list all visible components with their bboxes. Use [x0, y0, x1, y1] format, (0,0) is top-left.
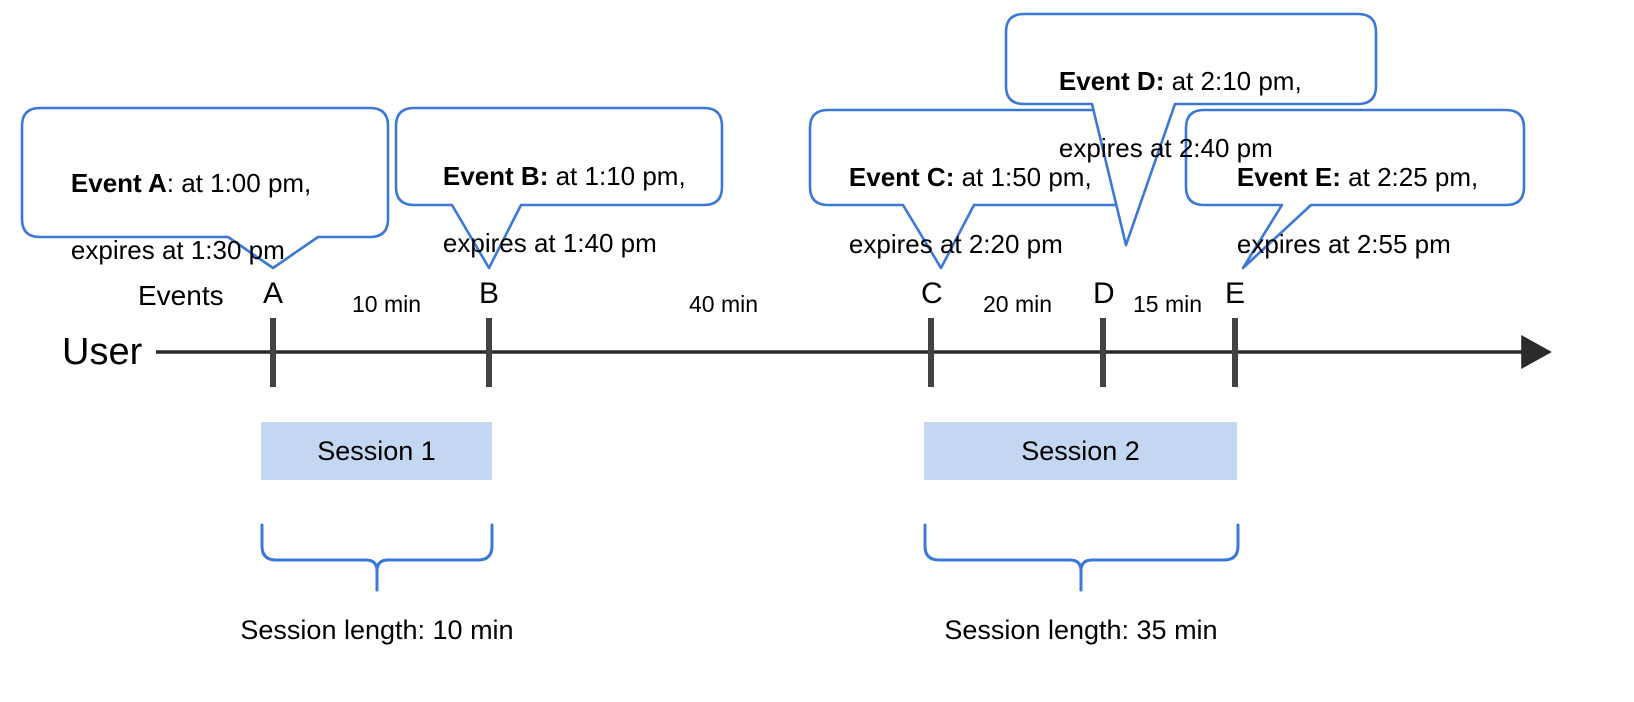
gap-label-d-e: 15 min	[1133, 291, 1203, 317]
session-box-2: Session 2	[924, 422, 1237, 480]
axis-label-events: Events	[138, 280, 224, 311]
gap-label-a-b: 10 min	[352, 291, 422, 317]
callout-title-e: Event E:	[1236, 161, 1341, 192]
callout-shape-e	[1184, 108, 1526, 270]
marker-label-a: A	[263, 277, 284, 310]
session-length-1: Session length: 10 min	[240, 615, 514, 645]
callout-text-e: Event E: at 2:25 pm, expires at 2:55 pm	[1208, 127, 1528, 296]
callout-text-c: Event C: at 1:50 pm, expires at 2:20 pm	[820, 127, 1130, 296]
callout-line2-e: expires at 2:55 pm	[1236, 229, 1451, 260]
callout-title-a: Event A	[70, 167, 167, 198]
callout-shape-a	[20, 106, 390, 270]
marker-label-e: E	[1225, 277, 1246, 310]
callout-line2-c: expires at 2:20 pm	[848, 229, 1063, 260]
brace-session-2	[923, 523, 1240, 592]
callout-line1-c: at 1:50 pm,	[954, 161, 1092, 192]
callout-shape-b	[394, 106, 724, 270]
gap-label-b-c: 40 min	[689, 291, 759, 317]
callout-shape-d	[1004, 12, 1378, 247]
callout-line1-e: at 2:25 pm,	[1340, 161, 1479, 192]
session-box-1: Session 1	[261, 422, 492, 480]
session-length-2: Session length: 35 min	[944, 615, 1218, 645]
callout-line2-a: expires at 1:30 pm	[70, 235, 285, 266]
callout-sep-a: :	[166, 167, 174, 198]
callout-line1-d: at 2:10 pm,	[1164, 65, 1302, 96]
callout-title-b: Event B:	[442, 160, 549, 191]
callout-line1-a: at 1:00 pm,	[173, 167, 312, 198]
callout-text-d: Event D: at 2:10 pm, expires at 2:40 pm	[1030, 31, 1370, 200]
marker-label-c: C	[921, 277, 943, 310]
axis-label-user: User	[62, 331, 143, 373]
session-label-1: Session 1	[317, 435, 436, 466]
gap-label-c-d: 20 min	[983, 291, 1053, 317]
callout-line2-d: expires at 2:40 pm	[1058, 133, 1273, 164]
marker-label-b: B	[479, 277, 500, 310]
callout-title-c: Event C:	[848, 161, 955, 192]
brace-session-1	[260, 523, 494, 592]
callout-title-d: Event D:	[1058, 65, 1165, 96]
session-label-2: Session 2	[1021, 435, 1140, 466]
callout-text-a: Event A: at 1:00 pm, expires at 1:30 pm	[42, 133, 382, 302]
marker-label-d: D	[1093, 277, 1115, 310]
callout-text-b: Event B: at 1:10 pm, expires at 1:40 pm	[414, 126, 724, 295]
callout-line1-b: at 1:10 pm,	[548, 160, 686, 191]
callout-line2-b: expires at 1:40 pm	[442, 228, 657, 259]
